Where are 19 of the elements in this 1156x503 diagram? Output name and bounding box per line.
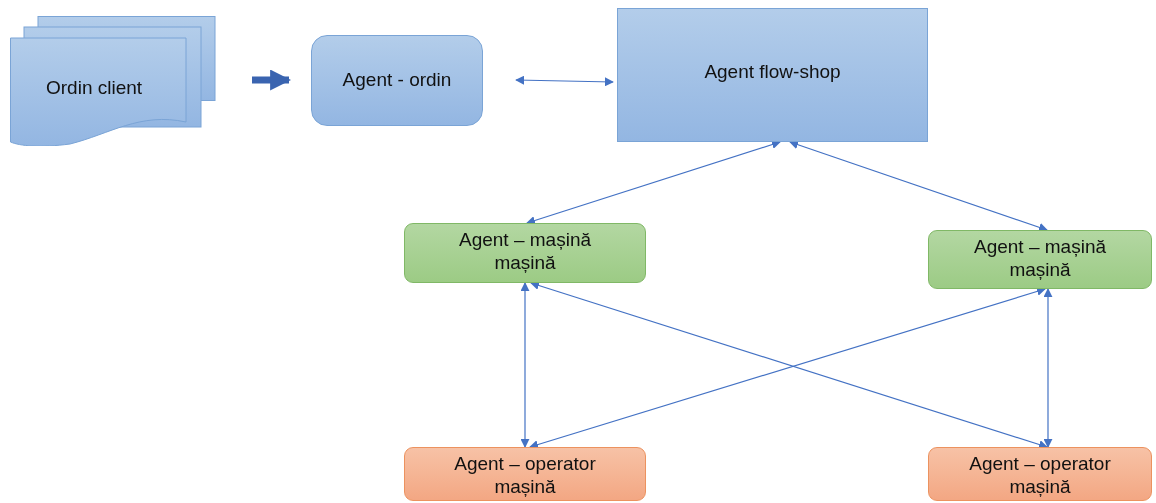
- node-label: Agent – mașină mașină: [973, 236, 1107, 282]
- node-label: Agent – operator mașină: [968, 453, 1112, 499]
- node-label: Agent flow-shop: [704, 61, 841, 84]
- node-label: Agent - ordin: [342, 69, 452, 92]
- node-label: Agent – operator mașină: [453, 453, 597, 499]
- rounded-box: [404, 223, 646, 283]
- rounded-box: [928, 230, 1152, 289]
- rounded-box: [928, 447, 1152, 501]
- arrow: [520, 282, 530, 448]
- arrow: [526, 140, 781, 225]
- process-box: [617, 8, 928, 142]
- rounded-box: [404, 447, 646, 501]
- arrow: [515, 75, 614, 87]
- node-label: Ordin client: [46, 76, 143, 100]
- rounded-box: [311, 35, 483, 126]
- arrow: [789, 140, 1048, 232]
- node-label: Agent – mașină mașină: [458, 229, 592, 275]
- multi-document-shape: [10, 16, 216, 146]
- arrow: [1043, 288, 1053, 448]
